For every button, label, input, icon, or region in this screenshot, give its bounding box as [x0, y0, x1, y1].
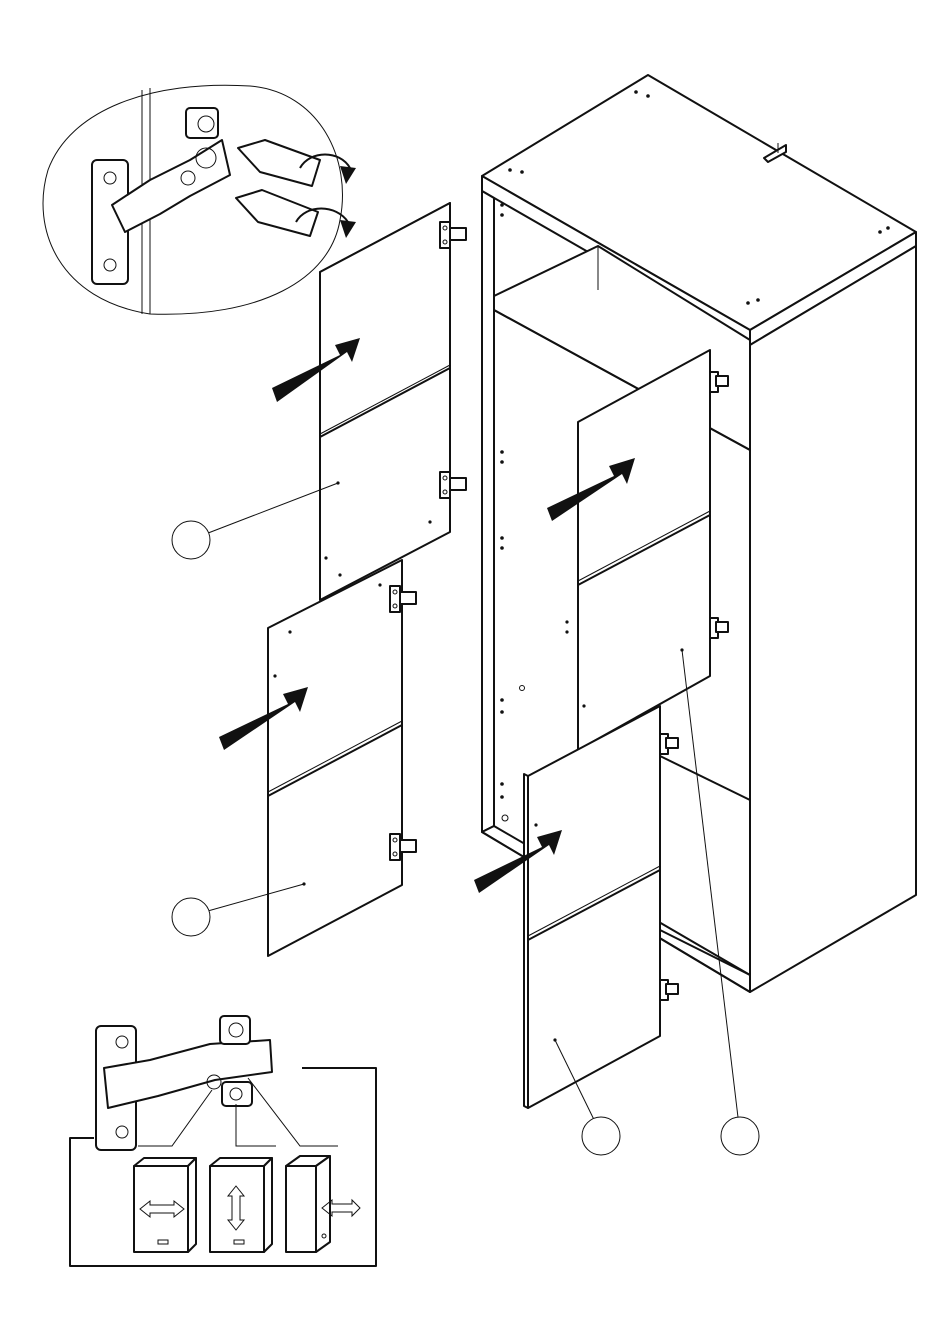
door-left-upper: [320, 203, 450, 600]
cabinet-left-side: [482, 191, 494, 832]
callout-circle-2: [172, 898, 210, 936]
adjust-up-down-icon: [210, 1158, 272, 1252]
adjustment-detail: [70, 1016, 376, 1266]
callout-circle-4: [721, 1117, 759, 1155]
screwdriver-icon: [236, 140, 356, 238]
callout-circle-1: [172, 521, 210, 559]
hinge-detail-inset: [43, 85, 356, 314]
callout-circle-3: [582, 1117, 620, 1155]
cabinet-right-side: [750, 246, 916, 992]
door-right-lower: [524, 706, 660, 1108]
door-left-lower: [268, 560, 402, 956]
door-right-upper: [565, 350, 710, 750]
adjust-left-right-icon: [134, 1158, 196, 1252]
adjust-in-out-icon: [286, 1156, 360, 1252]
